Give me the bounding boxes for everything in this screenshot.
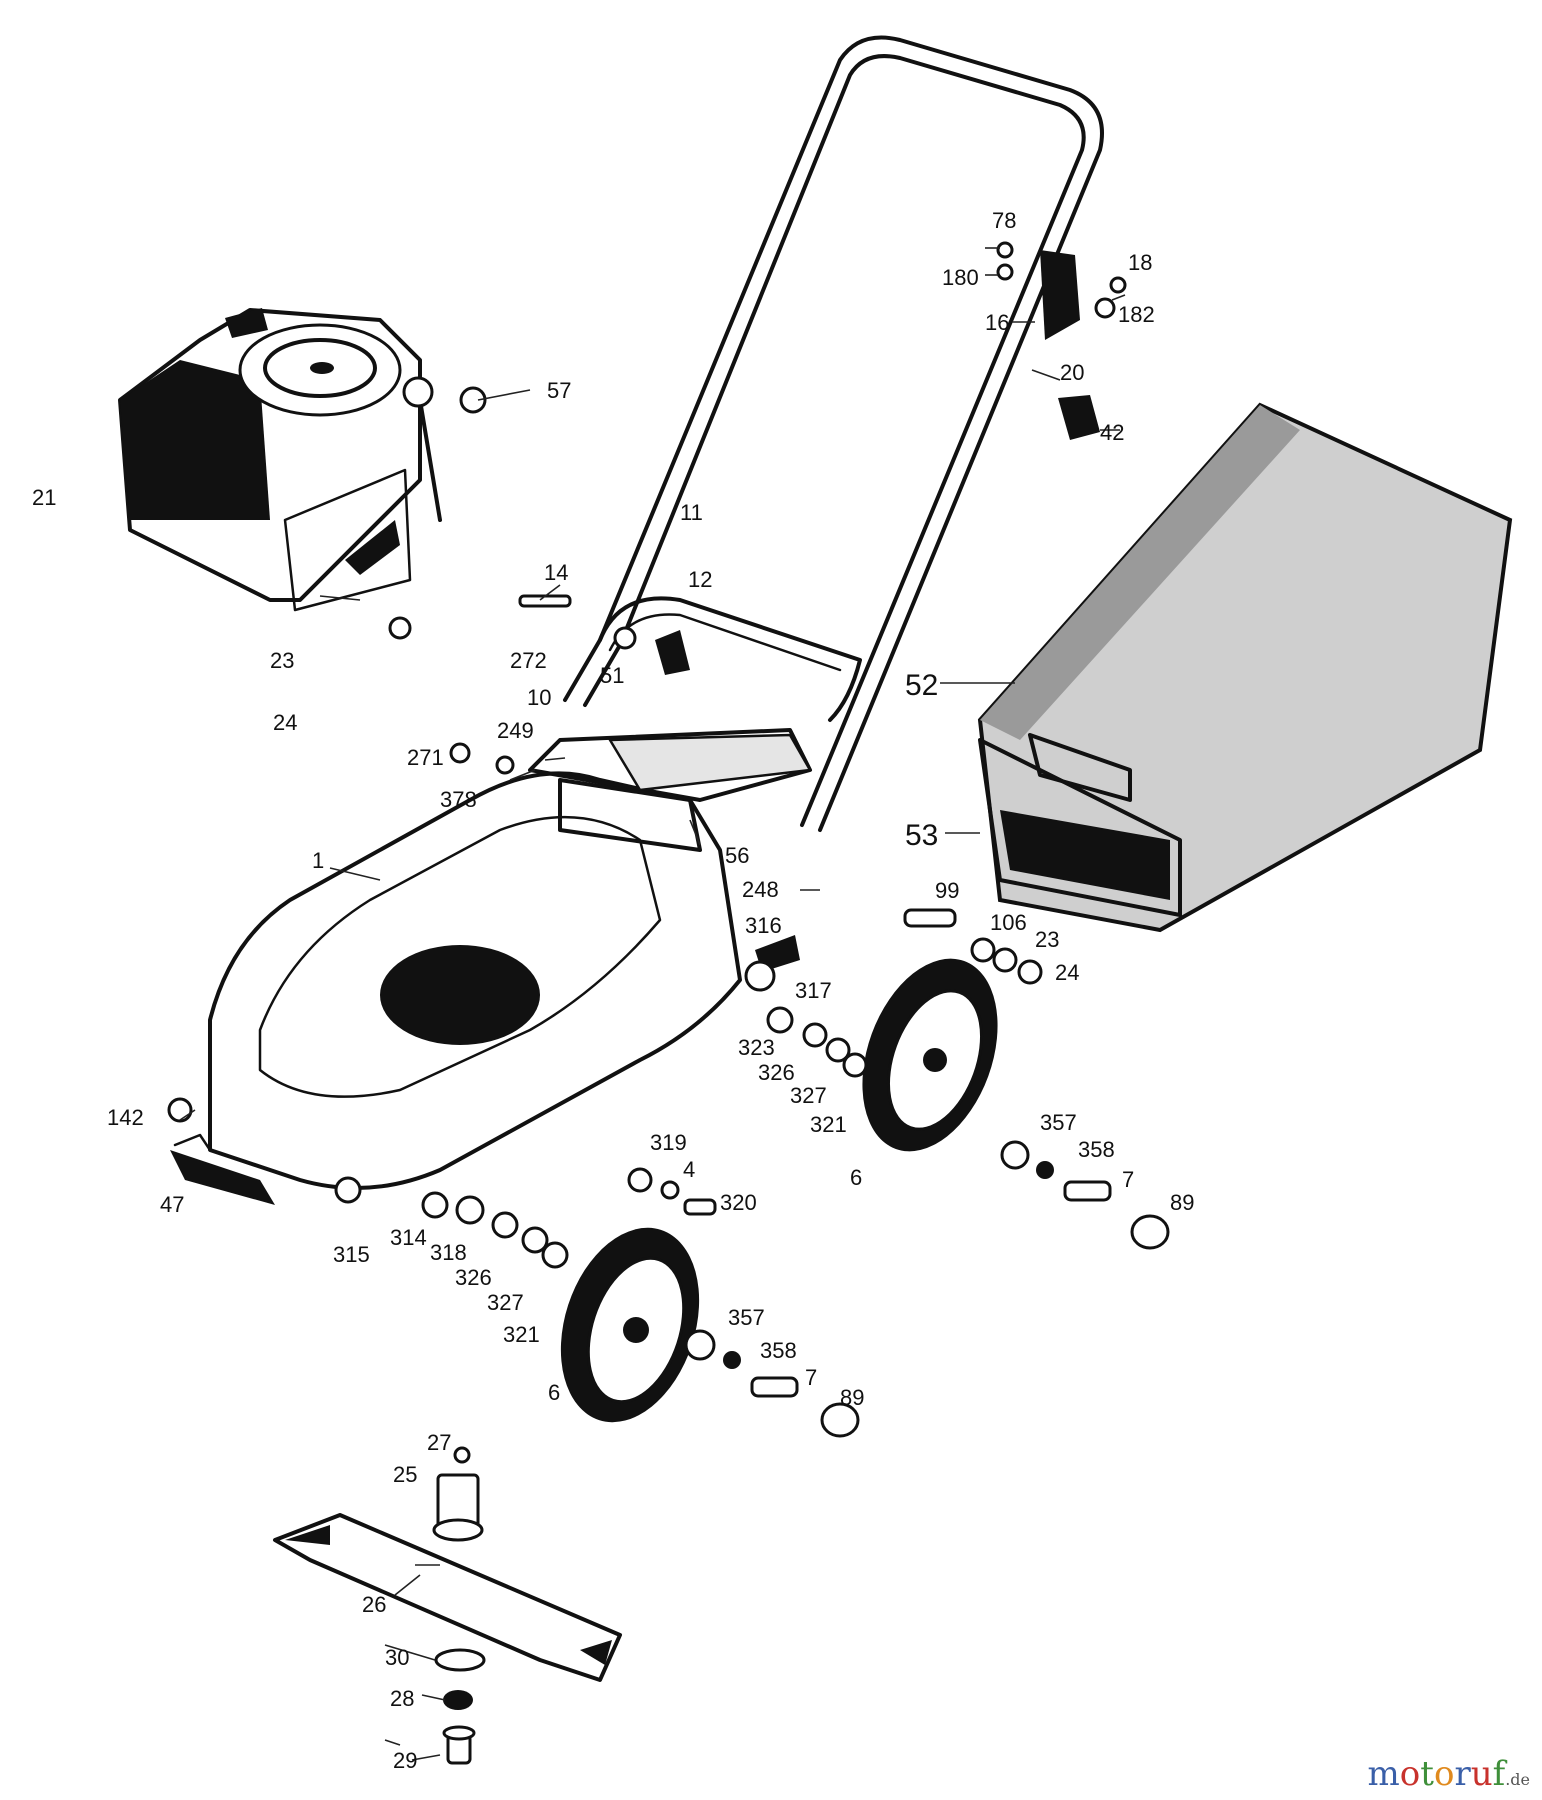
part-label: 142 [107, 1105, 144, 1130]
part-label: 316 [745, 913, 782, 938]
engine-illustration [118, 308, 442, 612]
part-label: 56 [725, 843, 749, 868]
part-label: 249 [497, 718, 534, 743]
part-label: 319 [650, 1130, 687, 1155]
part-label: 6 [548, 1380, 560, 1405]
part-label: 25 [393, 1462, 417, 1487]
part-number-labels: 21 57 23 24 14 11 12 272 51 10 249 271 3… [32, 208, 1194, 1773]
part-label: 320 [720, 1190, 757, 1215]
part-label: 327 [790, 1083, 827, 1108]
height-adjust-lever [170, 1133, 275, 1205]
mower-deck [208, 728, 813, 1190]
part-label: 6 [850, 1165, 862, 1190]
part-label: 29 [393, 1748, 417, 1773]
part-label: 27 [427, 1430, 451, 1455]
watermark-letter: t [1420, 1754, 1434, 1794]
watermark-letter: r [1454, 1754, 1471, 1794]
part-label: 358 [760, 1338, 797, 1363]
part-label: 1 [312, 848, 324, 873]
part-label: 14 [544, 560, 568, 585]
part-label: 24 [273, 710, 297, 735]
part-label: 180 [942, 265, 979, 290]
part-label: 314 [390, 1225, 427, 1250]
part-label: 321 [810, 1112, 847, 1137]
part-label: 20 [1060, 360, 1084, 385]
part-label: 326 [758, 1060, 795, 1085]
part-label: 315 [333, 1242, 370, 1267]
handle-assembly [563, 35, 1104, 832]
part-label: 357 [1040, 1110, 1077, 1135]
watermark-brand: motoruf [1368, 1754, 1506, 1794]
part-label: 321 [503, 1322, 540, 1347]
rear-wheel [862, 958, 998, 1152]
part-label: 4 [683, 1157, 695, 1182]
part-label: 318 [430, 1240, 467, 1265]
part-label: 326 [455, 1265, 492, 1290]
part-label: 47 [160, 1192, 184, 1217]
watermark-suffix: .de [1505, 1770, 1530, 1789]
watermark-logo: motoruf.de [1368, 1754, 1530, 1794]
leader-lines [179, 247, 1126, 1761]
part-label: 7 [805, 1365, 817, 1390]
blade-assembly [273, 1446, 622, 1765]
part-label: 42 [1100, 420, 1124, 445]
watermark-letter: u [1470, 1754, 1493, 1794]
part-label: 271 [407, 745, 444, 770]
part-label: 52 [905, 669, 938, 702]
watermark-letter: m [1367, 1754, 1400, 1794]
part-label: 358 [1078, 1137, 1115, 1162]
part-label: 182 [1118, 302, 1155, 327]
part-label: 23 [270, 648, 294, 673]
part-label: 57 [547, 378, 571, 403]
part-label: 78 [992, 208, 1016, 233]
part-label: 28 [390, 1686, 414, 1711]
part-label: 24 [1055, 960, 1079, 985]
part-label: 12 [688, 567, 712, 592]
hardware-parts [167, 241, 1170, 1438]
grass-catcher-bag [977, 402, 1513, 933]
part-label: 323 [738, 1035, 775, 1060]
watermark-letter: o [1433, 1754, 1455, 1794]
part-label: 30 [385, 1645, 409, 1670]
part-label: 89 [1170, 1190, 1194, 1215]
part-label: 378 [440, 787, 477, 812]
watermark-letter: f [1492, 1754, 1506, 1794]
part-label: 317 [795, 978, 832, 1003]
part-label: 99 [935, 878, 959, 903]
part-label: 327 [487, 1290, 524, 1315]
part-label: 18 [1128, 250, 1152, 275]
part-label: 248 [742, 877, 779, 902]
part-label: 51 [600, 663, 624, 688]
part-label: 11 [680, 500, 703, 525]
part-label: 272 [510, 648, 547, 673]
part-label: 16 [985, 310, 1009, 335]
part-label: 53 [905, 819, 938, 852]
part-label: 7 [1122, 1167, 1134, 1192]
part-label: 23 [1035, 927, 1059, 952]
part-label: 21 [32, 485, 56, 510]
part-label: 10 [527, 685, 551, 710]
part-label: 357 [728, 1305, 765, 1330]
front-wheel [560, 1227, 700, 1423]
part-label: 89 [840, 1385, 864, 1410]
part-label: 26 [362, 1592, 386, 1617]
part-label: 106 [990, 910, 1027, 935]
watermark-letter: o [1399, 1754, 1421, 1794]
